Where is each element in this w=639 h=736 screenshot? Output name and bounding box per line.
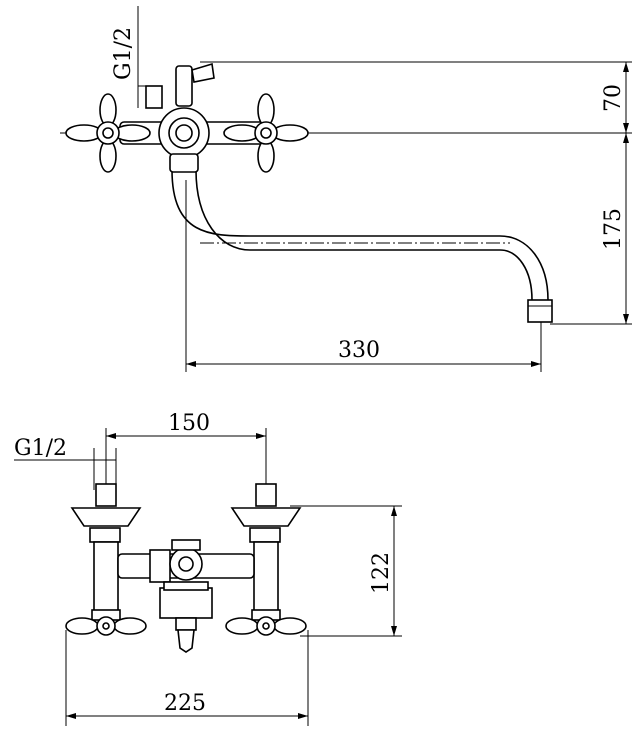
dim-70: 70 bbox=[601, 84, 626, 112]
diverter-lever bbox=[175, 65, 193, 107]
front-spout-tip bbox=[177, 629, 195, 653]
left-cross-handle bbox=[65, 93, 151, 173]
spout-aerator bbox=[527, 299, 553, 323]
left-valve bbox=[65, 483, 147, 636]
spout-inner bbox=[195, 169, 533, 301]
dim-225: 225 bbox=[164, 691, 206, 716]
dim-330: 330 bbox=[338, 338, 380, 363]
right-cross-handle bbox=[223, 93, 309, 173]
spout-outer bbox=[171, 169, 549, 301]
right-valve bbox=[225, 483, 307, 636]
dim-122: 122 bbox=[369, 552, 394, 594]
front-view: G1/2 150 122 225 bbox=[14, 411, 402, 726]
inlet-stub-top bbox=[145, 85, 163, 109]
spout-nut bbox=[169, 153, 199, 173]
front-spout-housing bbox=[159, 587, 213, 619]
dim-150: 150 bbox=[168, 411, 210, 436]
dim-175: 175 bbox=[601, 208, 626, 250]
top-thread-label: G1/2 bbox=[111, 27, 136, 80]
top-view: G1/2 70 175 330 bbox=[60, 6, 632, 372]
front-thread-label: G1/2 bbox=[14, 436, 67, 461]
diverter-knob bbox=[191, 62, 215, 83]
